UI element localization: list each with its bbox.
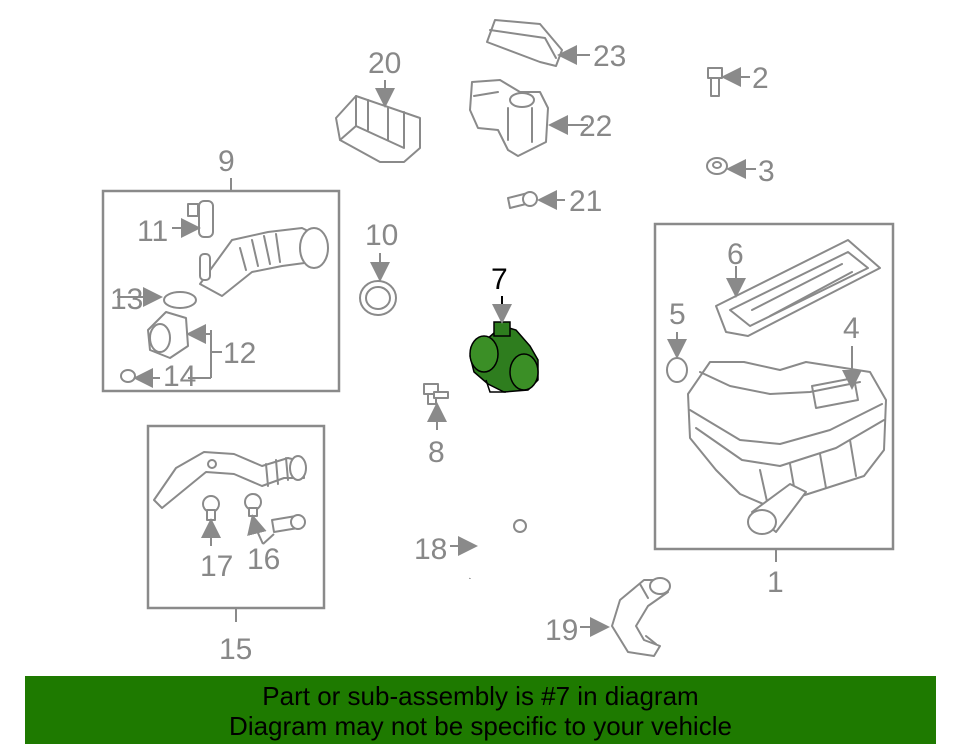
callout-3: 3 [758, 155, 775, 188]
part-8-bolt[interactable] [423, 383, 449, 405]
part-7-maf-sensor[interactable] [469, 321, 539, 393]
part-2-bolt[interactable] [707, 67, 723, 97]
callout-6: 6 [727, 238, 744, 271]
part-14-seal[interactable] [120, 369, 136, 383]
part-10-clamp[interactable] [359, 280, 397, 316]
callout-17: 17 [200, 550, 233, 583]
callout-10: 10 [365, 219, 398, 252]
callout-22: 22 [579, 110, 612, 143]
part-4-air-box[interactable] [687, 361, 887, 535]
callout-11: 11 [137, 215, 168, 248]
callout-16: 16 [247, 543, 280, 576]
callout-2: 2 [752, 62, 769, 95]
part-13-gasket[interactable] [163, 291, 197, 309]
info-banner: Part or sub-assembly is #7 in diagram Di… [25, 676, 936, 744]
part-20-duct[interactable] [335, 95, 421, 163]
callout-5: 5 [669, 298, 686, 331]
part-6-filter[interactable] [715, 239, 881, 337]
part-22-housing[interactable] [469, 79, 549, 157]
part-11-sensor[interactable] [187, 200, 214, 238]
part-5-oring[interactable] [666, 357, 688, 383]
callout-13: 13 [110, 283, 143, 316]
part-3-grommet[interactable] [706, 157, 728, 175]
part-23-cover[interactable] [486, 19, 563, 67]
callout-12: 12 [223, 337, 256, 370]
callout-23: 23 [593, 40, 626, 73]
callout-7: 7 [491, 263, 508, 296]
callout-20: 20 [368, 47, 401, 80]
group-box-1 [653, 222, 895, 551]
callout-8: 8 [428, 436, 445, 469]
callout-21: 21 [569, 185, 602, 218]
callout-18: 18 [414, 533, 447, 566]
part-18-pipe[interactable] [468, 518, 527, 579]
part-21-bolt[interactable] [507, 191, 538, 209]
callout-14: 14 [163, 360, 196, 393]
part-15-resonator-tube[interactable] [153, 451, 307, 509]
banner-line-1: Part or sub-assembly is #7 in diagram [262, 681, 699, 711]
part-17-clip[interactable] [202, 495, 220, 521]
callout-1: 1 [767, 566, 784, 599]
callout-15: 15 [219, 633, 252, 666]
banner-line-2: Diagram may not be specific to your vehi… [229, 711, 732, 741]
callout-9: 9 [218, 145, 235, 178]
part-19-tube[interactable] [611, 577, 671, 657]
callout-19: 19 [545, 614, 578, 647]
group-box-9 [101, 189, 341, 393]
part-9-inlet-hose[interactable] [199, 227, 329, 297]
callout-4: 4 [843, 312, 860, 345]
part-12-throttle-body[interactable] [147, 311, 189, 359]
